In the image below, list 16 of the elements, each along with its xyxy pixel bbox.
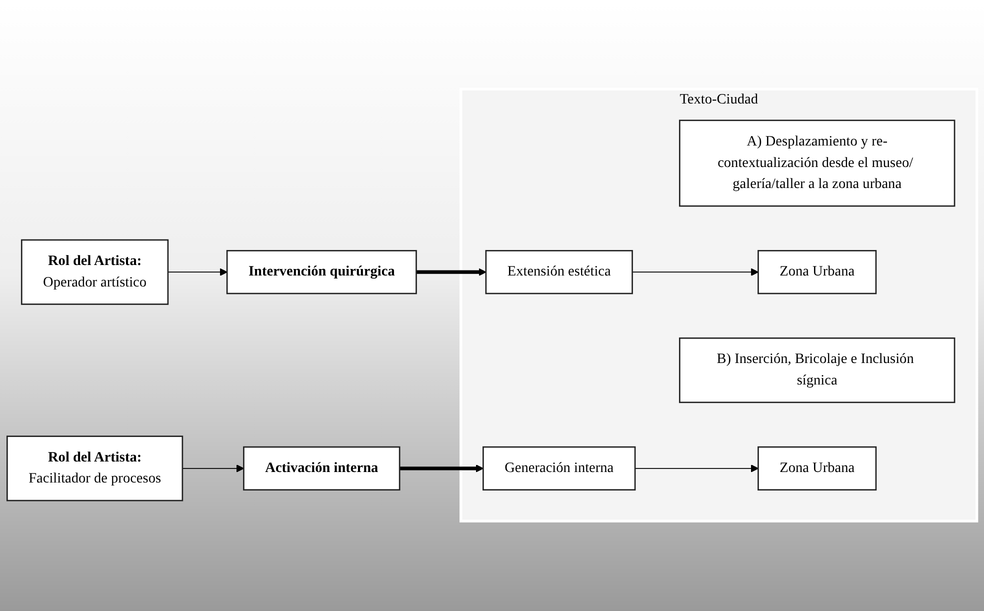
node-box: Rol del Artista: Operador artístico [20, 240, 169, 306]
arrow [168, 268, 228, 276]
node-box: Rol del Artista: Facilitador de procesos [6, 436, 184, 502]
node-box: Intervención quirúrgica [226, 250, 417, 295]
node-box: A) Desplazamiento y re-contextualización desde el museo/ galería/taller a la zona urbana [679, 120, 956, 208]
arrow [632, 268, 759, 276]
node-box: B) Inserción, Bricolaje e Inclusión sígnica [679, 338, 956, 404]
node-box: Zona Urbana [758, 446, 877, 491]
node-box: Generación interna [482, 446, 636, 491]
node-box: Zona Urbana [758, 250, 877, 295]
node-box: Extensión estética [485, 250, 633, 295]
arrow [182, 464, 244, 473]
arrow [634, 464, 759, 473]
arrow [416, 268, 486, 276]
node-box: Activación interna [243, 446, 400, 491]
arrow [400, 464, 484, 473]
